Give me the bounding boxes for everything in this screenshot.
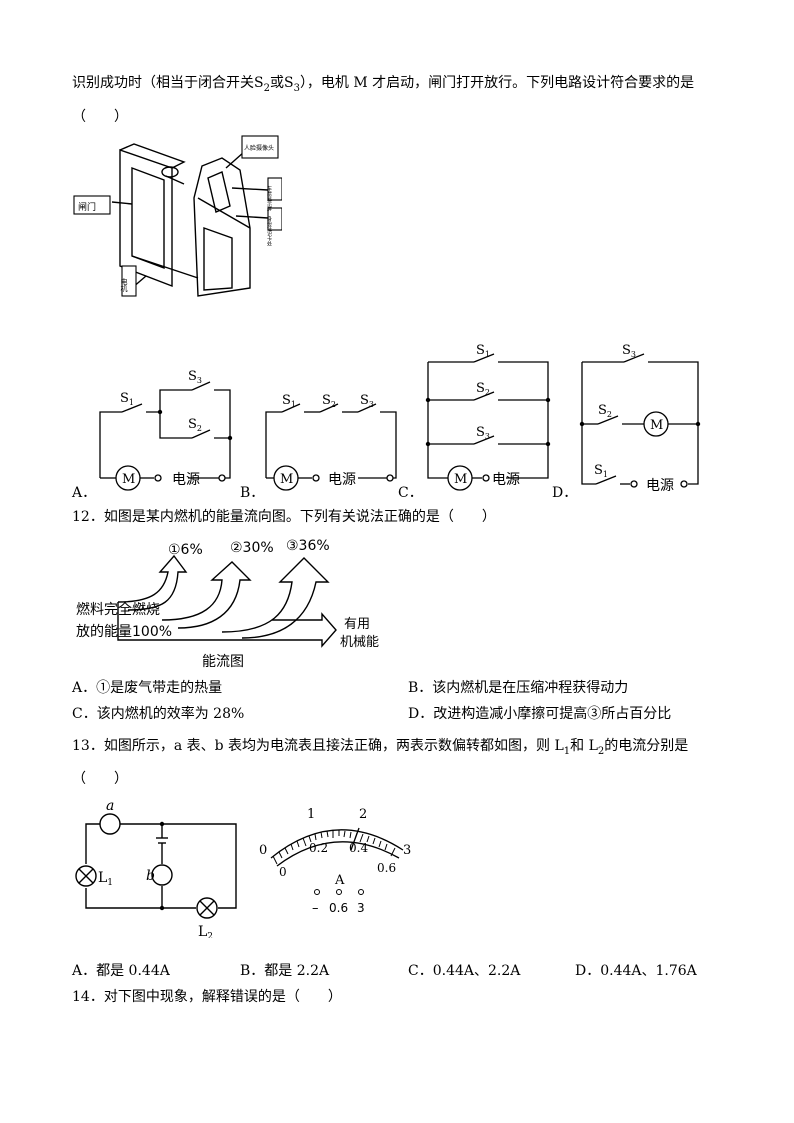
svg-text:S3: S3 [622,343,636,359]
svg-text:L2: L2 [198,924,213,938]
loss-1-label: ①6% [168,542,203,558]
terminal-0-6: 0.6 [329,901,348,915]
q11-option-b-label: B． [240,485,265,501]
gate-label: 闸门 [78,201,96,213]
power-source-label: 电源 [646,478,674,492]
circuit-d: S3 S2 S1 M 电源 [579,343,701,492]
svg-text:a: a [106,798,114,814]
useful-output-label: 有用 [344,617,370,632]
q13-paren: （ ） [72,771,128,787]
terminal-3: 3 [357,901,365,915]
circuit-b: S1 S2 S3 M 电源 [265,393,397,491]
camera-label: 人脸摄像头 [244,144,274,152]
svg-text:L1: L1 [98,870,113,888]
motor-symbol: M [122,472,135,487]
q11-option-a-label: A． [72,485,97,501]
input-energy-label: 燃料完全燃烧 [76,601,160,618]
useful-output-label-2: 机械能 [340,635,379,650]
dial-top-tick-2: 2 [359,807,367,822]
svg-text:S1: S1 [120,391,134,407]
q11-option-d-label: D． [552,485,578,501]
loss-3-label: ③36% [286,538,330,554]
motor-label: 电机 [120,277,128,293]
svg-text:S3: S3 [188,369,202,385]
dial-unit: A [334,873,345,888]
circuit-a: S1 S3 S2 M 电源 [99,369,233,491]
q13-option-a[interactable]: A．都是 0.44A [72,963,170,979]
display-label: 车票显示屏 [266,185,272,212]
dial-top-tick-3: 3 [403,843,411,858]
input-energy-label-2: 放的能量100% [76,624,172,640]
diagram-caption: 能流图 [202,654,244,670]
svg-text:S1: S1 [282,393,296,409]
dial-top-tick-1: 1 [307,807,315,822]
motor-symbol: M [454,472,467,487]
q14-stem: 14．对下图中现象，解释错误的是（ ） [72,989,342,1005]
q12-option-b[interactable]: B．该内燃机是在压缩冲程获得动力 [408,680,629,696]
q12-option-d[interactable]: D．改进构造减小摩擦可提高③所占百分比 [408,706,672,722]
svg-text:S2: S2 [188,417,202,433]
ammeter-dial: 0 1 2 3 0 0.2 0.4 0.6 A – 0.6 3 [259,807,411,916]
q11-intro: 识别成功时（相当于闭合开关S2或S3），电机 M 才启动，闸门打开放行。下列电路… [72,75,695,94]
circuit-c: S1 S2 S3 M 电源 [425,343,551,491]
svg-text:S1: S1 [594,463,608,479]
loss-2-label: ②30% [230,540,274,556]
dial-top-tick-0: 0 [259,843,267,858]
gate-figure: 闸门 电机 人脸摄像头 车票显示屏 身份证识卡处 [73,135,282,297]
svg-text:S1: S1 [476,343,490,359]
q13-option-b[interactable]: B．都是 2.2A [240,963,330,979]
q11-paren: （ ） [72,109,128,125]
q13-circuit: a b L1 L2 [75,798,237,938]
q11-option-c-label: C． [398,485,423,501]
power-source-label: 电源 [172,472,200,488]
svg-text:S2: S2 [598,403,612,419]
q12-stem: 12．如图是某内燃机的能量流向图。下列有关说法正确的是（ ） [72,509,496,525]
svg-text:S2: S2 [476,381,490,397]
q13-stem: 13．如图所示，a 表、b 表均为电流表且接法正确，两表示数偏转都如图，则 L1… [72,738,689,757]
svg-text:S2: S2 [322,393,336,409]
q12-option-a[interactable]: A．①是废气带走的热量 [72,680,223,696]
q13-option-d[interactable]: D．0.44A、1.76A [575,963,697,979]
q12-option-c[interactable]: C．该内燃机的效率为 28% [72,706,245,722]
dial-bottom-tick-2: 0.4 [349,841,368,855]
q13-option-c[interactable]: C．0.44A、2.2A [408,963,521,979]
svg-text:S3: S3 [476,425,490,441]
motor-symbol: M [650,418,663,433]
svg-text:b: b [146,868,155,884]
motor-symbol: M [280,472,293,487]
power-source-label: 电源 [328,472,356,488]
dial-bottom-tick-1: 0.2 [309,841,328,855]
id-slot-label: 身份证识卡处 [266,215,272,247]
dial-bottom-tick-3: 0.6 [377,861,396,875]
energy-flow-diagram: ①6% ②30% ③36% 燃料完全燃烧 放的能量100% 有用 机械能 能流图 [76,538,379,670]
terminal-negative: – [312,901,319,916]
svg-text:S3: S3 [360,393,374,409]
dial-bottom-tick-0: 0 [279,865,287,879]
power-source-label: 电源 [492,472,520,488]
